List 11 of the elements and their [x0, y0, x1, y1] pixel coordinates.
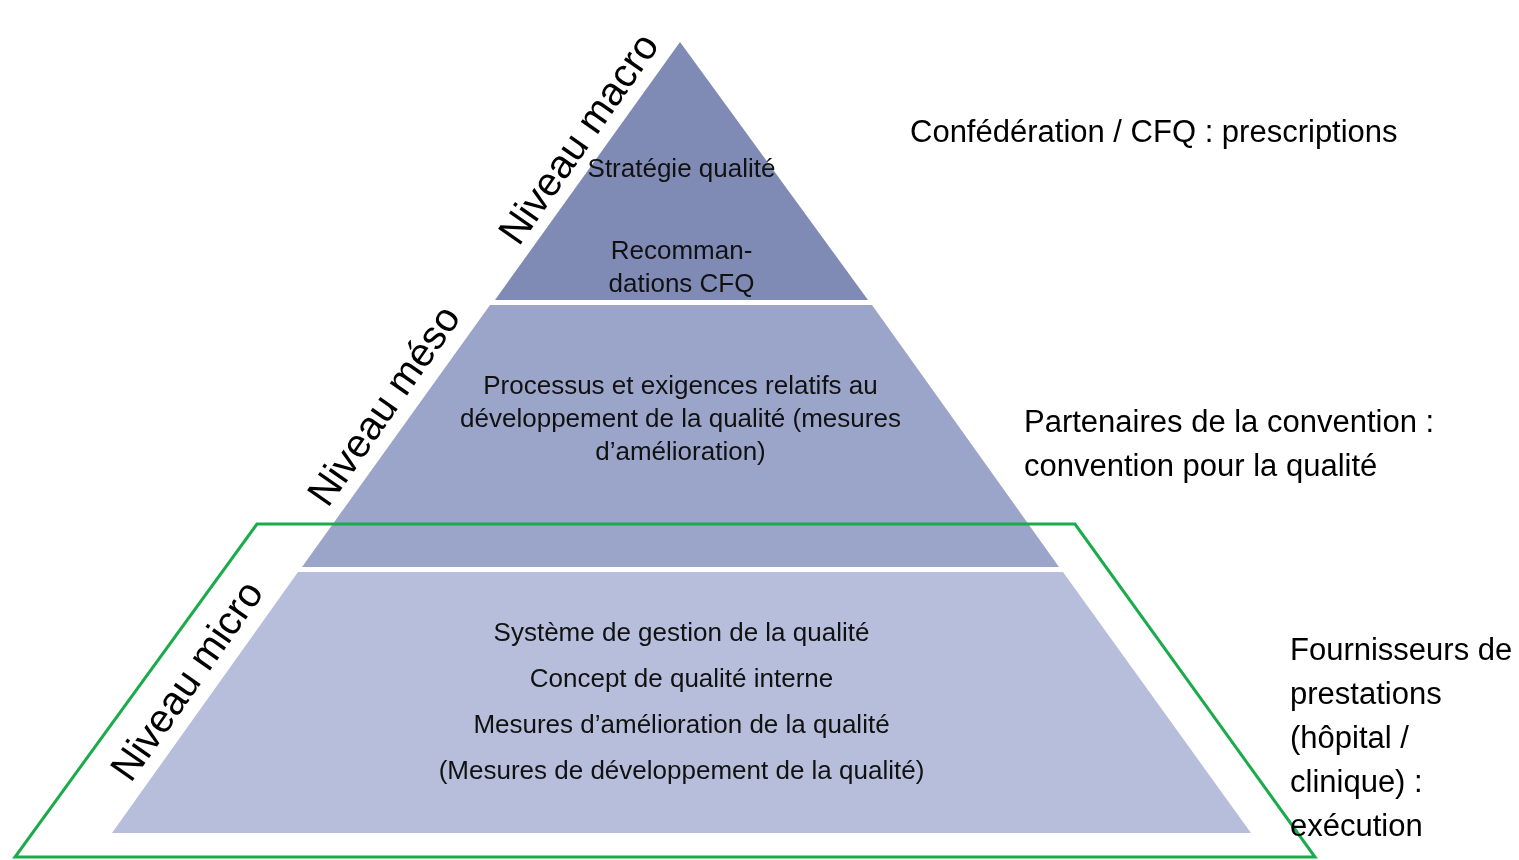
pyramid-tier	[112, 572, 1251, 833]
tier-text: Stratégie qualité	[587, 153, 777, 183]
actor-note: Confédération / CFQ : prescriptions	[910, 113, 1399, 151]
tier-text: Concept de qualité interne	[528, 662, 835, 695]
tier-text: Recomman- dations CFQ	[607, 234, 756, 300]
actor-note: Fournisseurs de prestations (hôpital / clinique) : exécution	[1290, 631, 1514, 845]
tier-text: Système de gestion de la qualité	[492, 616, 871, 649]
tier-text: Mesures d’amélioration de la qualité	[472, 708, 891, 741]
actor-note: Partenaires de la convention : convention pour la qualité	[1024, 403, 1436, 485]
tier-text: (Mesures de développement de la qualité)	[437, 754, 926, 787]
tier-text: Processus et exigences relatifs au développement de la qualité (mesures d’amélioration)	[459, 369, 902, 468]
